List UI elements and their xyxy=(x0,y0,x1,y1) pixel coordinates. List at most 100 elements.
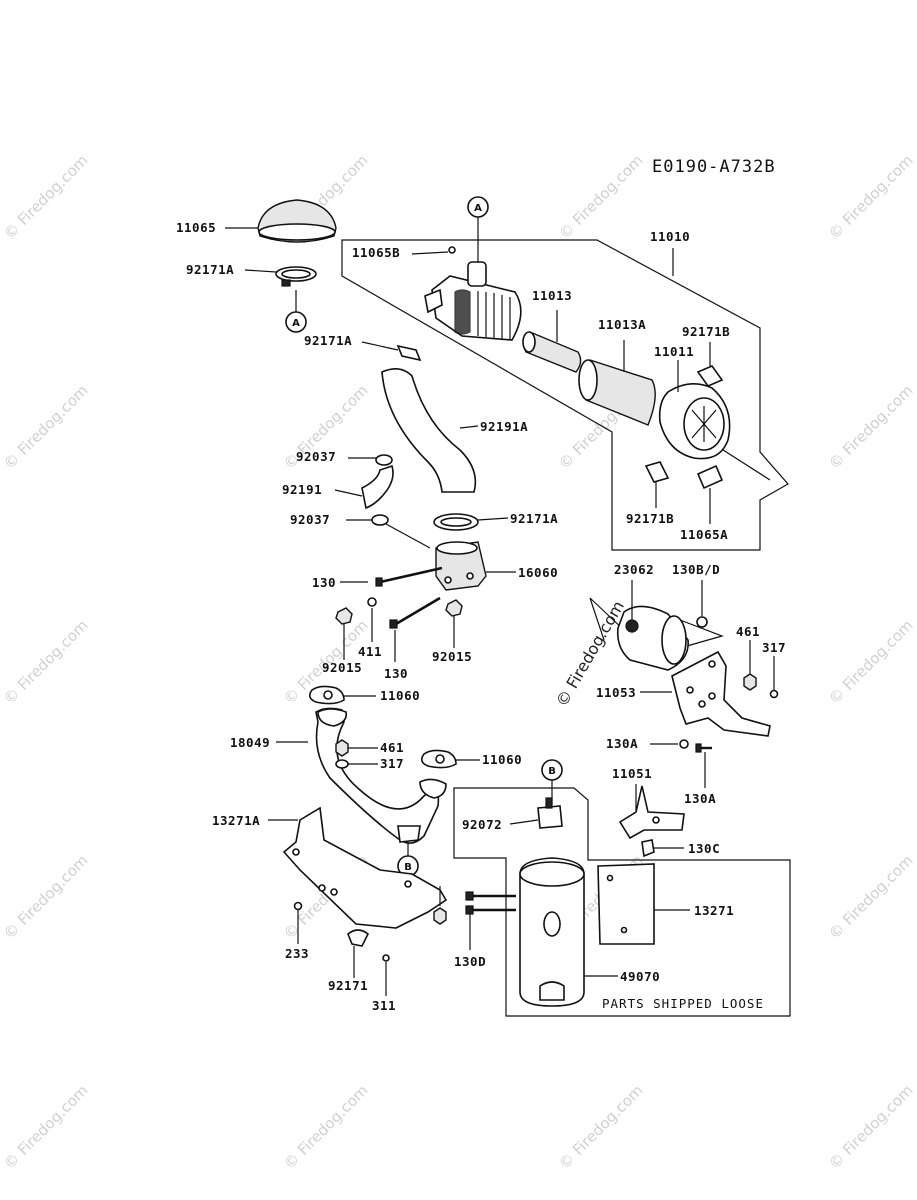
ref-marker-b-left: B xyxy=(397,842,419,877)
watermark-text: © Firedog.com xyxy=(0,1081,92,1173)
ref-marker-b-right: B xyxy=(541,759,563,804)
label-13271: 13271 xyxy=(694,903,734,918)
bolt-130C xyxy=(641,839,684,858)
shield-13271 xyxy=(597,863,690,945)
bolt-130A-left xyxy=(650,739,689,749)
label-92171B: 92171B xyxy=(626,511,674,526)
nut-92015-left xyxy=(335,607,353,660)
bolt-130A-right xyxy=(695,743,712,788)
label-130A: 130A xyxy=(606,736,638,751)
svg-text:B: B xyxy=(404,862,412,873)
nut-left-shield xyxy=(433,907,447,925)
label-317: 317 xyxy=(762,640,786,655)
label-92191A: 92191A xyxy=(480,419,528,434)
watermark-text: © Firedog.com xyxy=(825,381,917,473)
small-hose-92191 xyxy=(334,464,394,510)
washer-411 xyxy=(367,597,377,642)
bolt-130-top xyxy=(340,566,443,587)
label-233: 233 xyxy=(285,946,309,961)
exhaust-pipe-18049 xyxy=(276,707,447,844)
label-92072: 92072 xyxy=(462,817,502,832)
clamp-92171A-mid xyxy=(361,341,422,362)
label-92171B: 92171B xyxy=(682,324,730,339)
label-92171A: 92171A xyxy=(510,511,558,526)
ref-marker-a-left: A xyxy=(285,290,307,333)
heat-shield-13271A xyxy=(268,806,448,929)
label-92037: 92037 xyxy=(296,449,336,464)
label-317: 317 xyxy=(380,756,404,771)
bracket-11051 xyxy=(618,784,685,840)
watermark-text: © Firedog.com xyxy=(825,1081,917,1173)
label-23062: 23062 xyxy=(614,562,654,577)
intake-elbow-16060 xyxy=(435,541,516,591)
cap-11065 xyxy=(225,199,337,243)
ref-marker-a-top: A xyxy=(467,196,489,262)
clamp-92171A-bottom xyxy=(433,513,509,531)
outer-element-11013A xyxy=(578,340,656,426)
inner-element-11013 xyxy=(522,310,582,373)
shipped-loose-note: PARTS SHIPPED LOOSE xyxy=(602,996,764,1011)
label-11060: 11060 xyxy=(482,752,522,767)
label-92171A: 92171A xyxy=(186,262,234,277)
label-11010: 11010 xyxy=(650,229,690,244)
label-461: 461 xyxy=(380,740,404,755)
assembly-bracket-11010 xyxy=(341,239,789,551)
label-11065: 11065 xyxy=(176,220,216,235)
label-411: 411 xyxy=(358,644,382,659)
label-130A: 130A xyxy=(684,791,716,806)
label-11011: 11011 xyxy=(654,344,694,359)
svg-text:B: B xyxy=(548,766,556,777)
valve-11065A xyxy=(696,464,724,524)
watermark-text: © Firedog.com xyxy=(825,851,917,943)
nut-461-right xyxy=(743,640,757,691)
watermark-text: © Firedog.com xyxy=(0,851,92,943)
label-92171: 92171 xyxy=(328,978,368,993)
label-16060: 16060 xyxy=(518,565,558,580)
label-130C: 130C xyxy=(688,841,720,856)
label-92171A: 92171A xyxy=(304,333,352,348)
label-11060: 11060 xyxy=(380,688,420,703)
hose-92191A xyxy=(381,368,479,493)
part-labels: 11065 92171A 11065B 11010 11013 92171A 1… xyxy=(176,220,786,1013)
watermark-text: © Firedog.com xyxy=(0,381,92,473)
part-23062 xyxy=(616,580,689,671)
svg-text:A: A xyxy=(292,318,300,329)
label-130BD: 130B/D xyxy=(672,562,720,577)
clip-92171B-bottom xyxy=(644,461,670,508)
clamp-92171-bottom xyxy=(347,929,370,978)
washer-317-right xyxy=(769,656,779,699)
label-130: 130 xyxy=(312,575,336,590)
bolt-311 xyxy=(382,954,390,996)
label-92037: 92037 xyxy=(290,512,330,527)
label-11053: 11053 xyxy=(596,685,636,700)
label-92191: 92191 xyxy=(282,482,322,497)
watermark-text: © Firedog.com xyxy=(0,151,92,243)
clip-92171B-top xyxy=(696,342,724,387)
label-92015: 92015 xyxy=(432,649,472,664)
bolt-130D xyxy=(465,891,516,950)
label-130D: 130D xyxy=(454,954,486,969)
diagram-code: E0190-A732B xyxy=(652,157,776,177)
cover-11011 xyxy=(658,360,731,460)
label-49070: 49070 xyxy=(620,969,660,984)
label-92015: 92015 xyxy=(322,660,362,675)
svg-text:A: A xyxy=(474,203,482,214)
label-11065A: 11065A xyxy=(680,527,728,542)
bolt-130-bottom xyxy=(389,596,441,662)
bolt-130BD xyxy=(696,580,708,628)
muffler-49070 xyxy=(519,857,618,1007)
watermark-text: © Firedog.com xyxy=(555,1081,647,1173)
shipped-loose-box xyxy=(453,787,791,1017)
watermark-text: © Firedog.com xyxy=(825,151,917,243)
nut-461-left xyxy=(335,739,378,757)
label-461: 461 xyxy=(736,624,760,639)
label-11013A: 11013A xyxy=(598,317,646,332)
watermark-text: © Firedog.com xyxy=(555,151,647,243)
watermark-text: © Firedog.com xyxy=(280,1081,372,1173)
air-cleaner-body xyxy=(411,246,522,341)
gasket-11060-mid xyxy=(420,749,480,769)
clamp-92037-bottom xyxy=(346,514,431,549)
bolt-233 xyxy=(293,901,303,944)
